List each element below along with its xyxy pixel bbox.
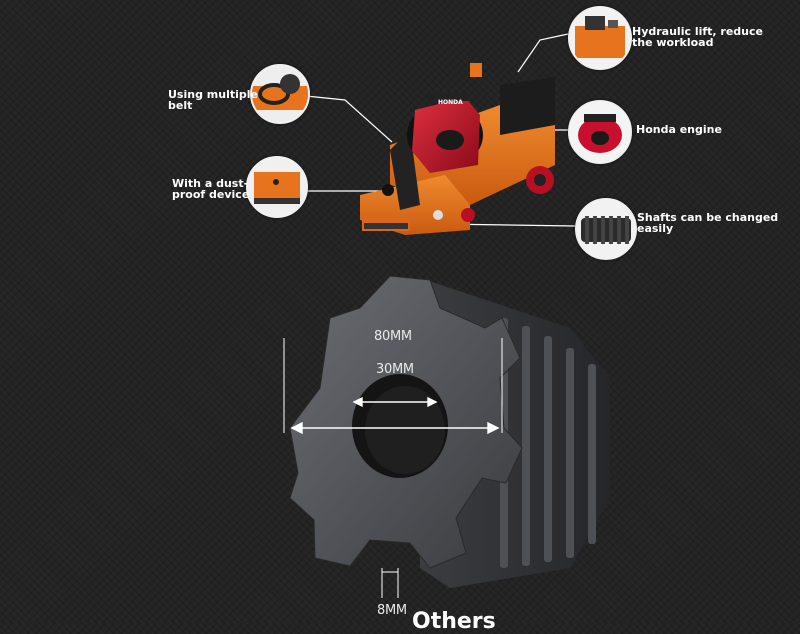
callout-dust-proof: With a dust- proof device bbox=[172, 177, 250, 201]
outer-diameter-label: 80MM bbox=[374, 329, 412, 344]
callout-multiple-belt: Using multiple belt bbox=[168, 88, 258, 112]
belt-thumbnail bbox=[250, 64, 310, 124]
leader-line-belt bbox=[305, 95, 393, 143]
others-heading: Others bbox=[412, 609, 496, 634]
hydraulic-lift-thumbnail bbox=[568, 6, 632, 70]
leader-line-hydraulic bbox=[517, 33, 569, 73]
callout-hydraulic-lift: Hydraulic lift, reduce the workload bbox=[632, 25, 763, 49]
milling-cutter-image bbox=[283, 275, 610, 598]
shaft-thumbnail bbox=[575, 198, 637, 260]
dust-proof-thumbnail bbox=[246, 156, 308, 218]
milling-machine-image: HONDA bbox=[360, 63, 555, 235]
inner-diameter-label: 30MM bbox=[376, 362, 414, 377]
callout-shafts: Shafts can be changed easily bbox=[637, 211, 779, 235]
thickness-label: 8MM bbox=[377, 603, 407, 618]
callout-honda-engine: Honda engine bbox=[636, 123, 722, 136]
engine-brand-text: HONDA bbox=[438, 99, 463, 106]
honda-engine-thumbnail bbox=[568, 100, 632, 164]
